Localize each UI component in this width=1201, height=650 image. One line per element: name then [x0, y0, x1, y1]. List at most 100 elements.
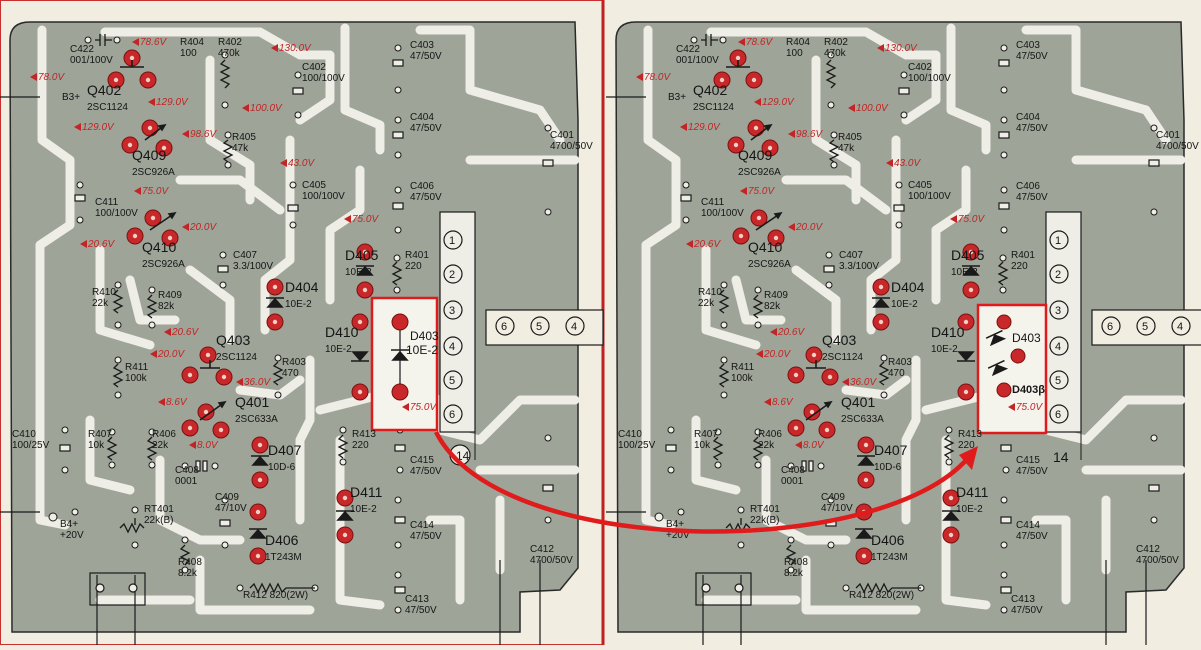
- right-terminal-4: 4: [1055, 341, 1061, 353]
- left-voltage-marker-v-200b: [150, 350, 157, 358]
- left-label-c407-1: 3.3/100V: [233, 261, 273, 272]
- left-label-v-100-0: 100.0V: [250, 103, 283, 114]
- right-voltage-marker-v-75a: [740, 187, 747, 195]
- left-label-r406-1: 22k: [152, 440, 169, 451]
- right-label-r408-1: 8.2k: [784, 568, 804, 579]
- left-voltage-marker-v-206: [80, 240, 87, 248]
- right-label-r401-1: 220: [1011, 261, 1028, 272]
- right-label-c404-0: C404: [1016, 112, 1040, 123]
- right-label-r407-1: 10k: [694, 440, 711, 451]
- right-voltage-marker-v-80: [795, 441, 802, 449]
- left-label-r410-0: R410: [92, 287, 116, 298]
- left-label-b3-0: B3+: [62, 92, 80, 103]
- left-label-d411-1: 10E-2: [350, 504, 377, 515]
- left-label-b4-0: B4+: [60, 519, 78, 530]
- left-label-c405-0: C405: [302, 180, 326, 191]
- left-voltage-marker-v-75b: [344, 215, 351, 223]
- left-terminal-2: 2: [449, 269, 455, 281]
- left-label-c422-0: C422: [70, 44, 94, 55]
- left-label-r410-1: 22k: [92, 298, 109, 309]
- left-connector-pin-4: 4: [571, 321, 577, 333]
- right-label-c402-0: C402: [908, 62, 932, 73]
- left-label-r404-0: R404: [180, 37, 204, 48]
- boxed-label-left-1: D403: [410, 329, 439, 343]
- left-label-r403-0: R403: [282, 357, 306, 368]
- right-label-c413-0: C413: [1011, 594, 1035, 605]
- left-label-d407-0: D407: [268, 442, 302, 458]
- right-label-d410-0: D410: [931, 324, 965, 340]
- right-label-r410-1: 22k: [698, 298, 715, 309]
- left-label-v-129b-0: 129.0V: [82, 122, 115, 133]
- right-label-v-75b-0: 75.0V: [958, 214, 985, 225]
- right-label-c411-1: 100/100V: [701, 208, 744, 219]
- left-label-d406-1: 1T243M: [265, 552, 302, 563]
- right-voltage-marker-v-360: [842, 378, 849, 386]
- left-label-r407-0: R407: [88, 429, 112, 440]
- right-label-c415-0: C415: [1016, 455, 1040, 466]
- left-label-c413-0: C413: [405, 594, 429, 605]
- right-terminal-5: 5: [1055, 375, 1061, 387]
- right-label-c411-0: C411: [701, 197, 725, 208]
- right-connector-pin-6: 6: [1107, 321, 1113, 333]
- left-label-c414-0: C414: [410, 520, 434, 531]
- left-terminal-6: 6: [449, 409, 455, 421]
- right-label-c404-1: 47/50V: [1016, 123, 1048, 134]
- left-terminal-3: 3: [449, 305, 455, 317]
- left-label-q409-1: 2SC926A: [132, 167, 175, 178]
- left-label-c403-1: 47/50V: [410, 51, 442, 62]
- left-label-r405-0: R405: [232, 132, 256, 143]
- left-voltage-marker-v-q402-e: [132, 38, 139, 46]
- right-voltage-marker-v-100: [848, 104, 855, 112]
- left-label-c411-0: C411: [95, 197, 119, 208]
- left-label-r402-0: R402: [218, 37, 242, 48]
- left-label-c402-0: C402: [302, 62, 326, 73]
- highlight-box-right: [978, 305, 1046, 433]
- right-label-c422-0: C422: [676, 44, 700, 55]
- right-label-d405-1: 10E-2: [951, 267, 978, 278]
- right-voltage-marker-v-200b: [756, 350, 763, 358]
- left-label-r406-0: R406: [152, 429, 176, 440]
- left-label-v-q402-e-0: 78.6V: [140, 37, 167, 48]
- edge-number-right: 14: [1053, 449, 1069, 465]
- left-label-q402-1: 2SC1124: [87, 102, 128, 113]
- left-label-c404-1: 47/50V: [410, 123, 442, 134]
- right-label-r407-0: R407: [694, 429, 718, 440]
- left-label-q410-1: 2SC926A: [142, 259, 185, 270]
- left-label-d410-0: D410: [325, 324, 359, 340]
- left-voltage-marker-v-200a: [182, 223, 189, 231]
- left-label-c422-1: 001/100V: [70, 55, 113, 66]
- right-label-q403-1: 2SC1124: [822, 352, 863, 363]
- left-label-rt401-0: RT401: [144, 504, 174, 515]
- left-label-c401-1: 4700/50V: [550, 141, 593, 152]
- right-label-v-206-0: 20.6V: [693, 239, 721, 250]
- right-label-c409-1: 47/10V: [821, 503, 853, 514]
- left-label-q403-1: 2SC1124: [216, 352, 257, 363]
- right-label-d404-0: D404: [891, 279, 925, 295]
- left-label-r408-0: R408: [178, 557, 202, 568]
- left-label-q401-0: Q401: [235, 394, 269, 410]
- right-label-v-100-0: 100.0V: [856, 103, 889, 114]
- right-label-v-200a-0: 20.0V: [795, 222, 823, 233]
- right-label-c405-0: C405: [908, 180, 932, 191]
- left-voltage-marker-v-100: [242, 104, 249, 112]
- right-label-v-129b-0: 129.0V: [688, 122, 721, 133]
- left-label-q410-0: Q410: [142, 239, 176, 255]
- left-label-b4-1: +20V: [60, 530, 84, 541]
- left-label-r403-1: 470: [282, 368, 299, 379]
- right-label-q409-1: 2SC926A: [738, 167, 781, 178]
- left-voltage-marker-v-75a: [134, 187, 141, 195]
- right-voltage-marker-v-q402-e: [738, 38, 745, 46]
- left-label-c410-0: C410: [12, 429, 36, 440]
- right-label-r402-0: R402: [824, 37, 848, 48]
- right-label-c401-0: C401: [1156, 130, 1180, 141]
- right-label-c410-1: 100/25V: [618, 440, 656, 451]
- right-label-d411-1: 10E-2: [956, 504, 983, 515]
- left-label-v-86-0: 8.6V: [166, 397, 188, 408]
- left-label-d410-1: 10E-2: [325, 344, 352, 355]
- right-label-d405-0: D405: [951, 247, 985, 263]
- right-label-v-130-0: 130.0V: [885, 43, 918, 54]
- right-terminal-3: 3: [1055, 305, 1061, 317]
- right-label-r404-0: R404: [786, 37, 810, 48]
- right-label-c410-0: C410: [618, 429, 642, 440]
- right-voltage-marker-v-206b: [770, 328, 777, 336]
